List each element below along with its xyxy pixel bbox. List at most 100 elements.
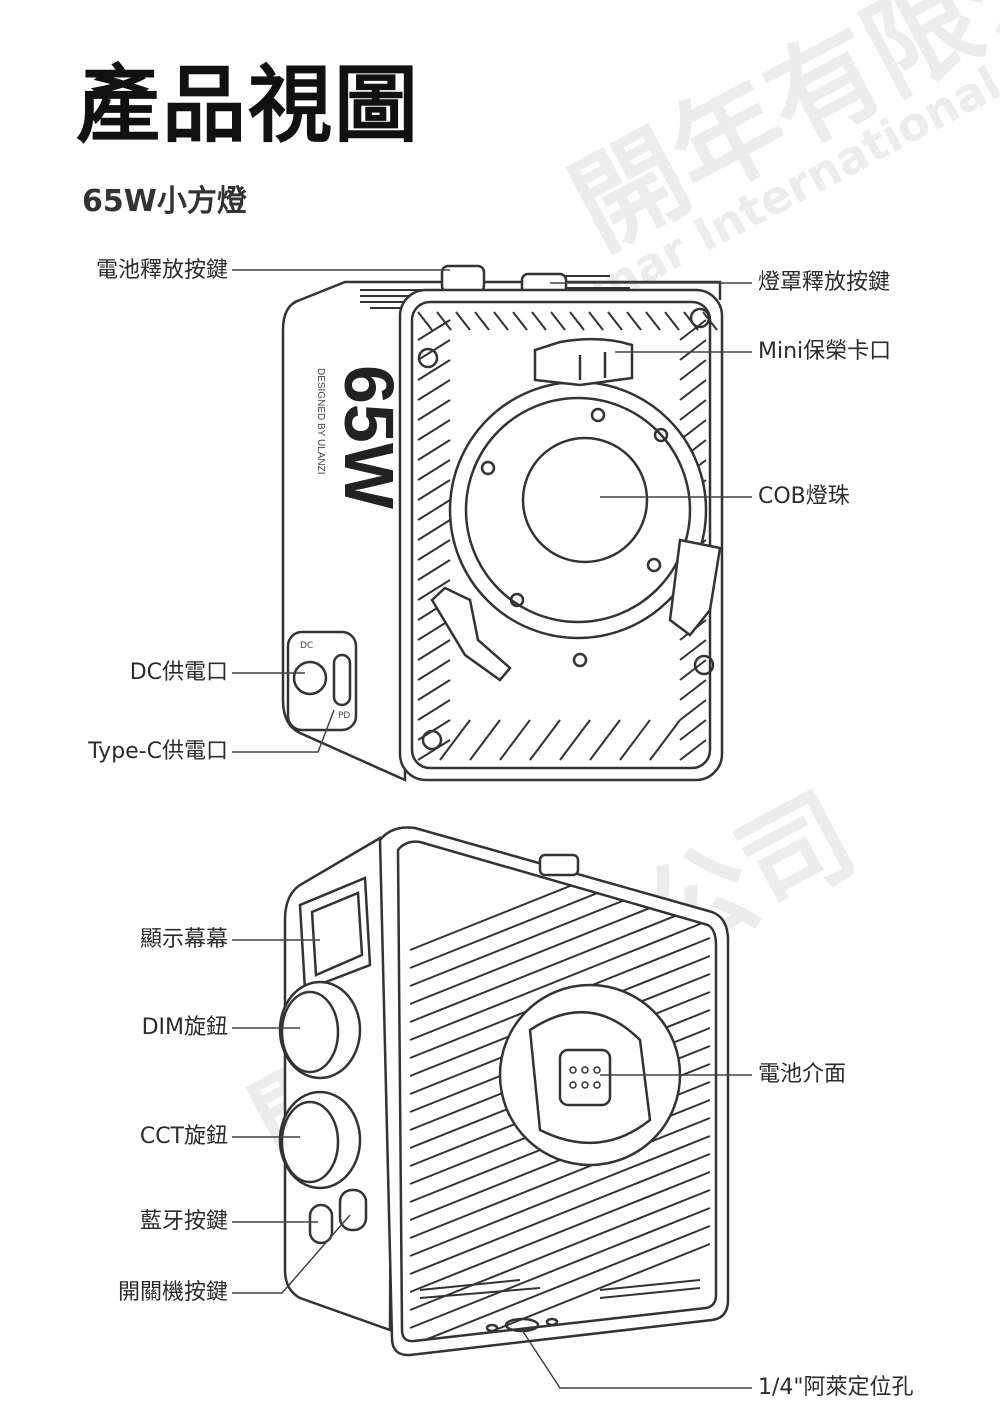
- grille-slat: [679, 719, 707, 741]
- grille-slat: [417, 499, 451, 521]
- grille-slat: [588, 311, 604, 331]
- grille-slat: [474, 311, 490, 331]
- side-65w-badge: 65W: [330, 365, 408, 509]
- grille-slat: [619, 719, 651, 761]
- label-battery-interface: 電池介面: [758, 1062, 847, 1087]
- grille-slat: [550, 311, 566, 331]
- grille-slat: [679, 339, 707, 361]
- label-typec-power: Type-C供電口: [88, 739, 228, 764]
- grille-slat: [679, 739, 707, 761]
- grille-slat: [493, 311, 509, 331]
- grille-slat: [417, 399, 451, 421]
- page-title: 產品視圖: [76, 56, 421, 154]
- grille-slat: [679, 679, 707, 701]
- grille-slat: [417, 679, 451, 701]
- page-subtitle: 65W小方燈: [82, 184, 247, 219]
- grille-slat: [531, 311, 547, 331]
- grille-slat: [417, 319, 451, 341]
- label-cct-knob: CCT旋鈕: [139, 1124, 228, 1149]
- grille-slat: [417, 539, 451, 561]
- pd-port-text: PD: [338, 711, 350, 721]
- grille-slat: [439, 719, 471, 761]
- grille-slat: [417, 579, 451, 601]
- grille-slat: [417, 699, 451, 721]
- grille-slat: [679, 319, 707, 341]
- grille-slat: [417, 559, 451, 581]
- grille-slat: [679, 359, 707, 381]
- label-cob: COB燈珠: [758, 484, 850, 509]
- label-bluetooth: 藍牙按鍵: [139, 1209, 228, 1234]
- label-power: 開關機按鍵: [117, 1280, 228, 1305]
- grille-slat: [417, 519, 451, 541]
- grille-slat: [679, 699, 707, 721]
- label-battery-release: 電池釋放按鍵: [95, 258, 228, 283]
- grille-slat: [626, 311, 642, 331]
- grille-slat: [417, 339, 451, 361]
- leader-lines-view1: [232, 269, 752, 753]
- grille-slat: [589, 719, 621, 761]
- grille-slat: [409, 1171, 711, 1293]
- leader-lines-view2: [232, 939, 752, 1389]
- label-mini-mount: Mini保榮卡口: [758, 339, 892, 364]
- grille-slat: [417, 311, 433, 331]
- grille-slat: [664, 311, 680, 331]
- battery-contacts: [558, 1048, 612, 1107]
- grille-slat: [679, 379, 707, 401]
- side-clip-left: [430, 586, 512, 682]
- bottom-vents: [419, 1279, 701, 1299]
- contact-dots: [569, 1066, 601, 1089]
- grille-slat: [649, 719, 681, 761]
- label-display: 顯示幕幕: [139, 927, 228, 952]
- grille-slat: [645, 311, 661, 331]
- grille-slat: [417, 459, 451, 481]
- grille-slat: [417, 479, 451, 501]
- bluetooth-button: [308, 1203, 334, 1245]
- grille-slat: [409, 1225, 711, 1342]
- label-shade-release: 燈罩釋放按鍵: [758, 270, 891, 295]
- grille-slat: [512, 311, 528, 331]
- power-switch: [338, 1188, 368, 1232]
- grille-slat: [529, 719, 561, 761]
- side-designer-text: DESIGNED BY ULANZI: [315, 368, 326, 475]
- grille-slat: [417, 659, 451, 681]
- grille-slat: [559, 719, 591, 761]
- grille-slat: [455, 311, 471, 331]
- grille-slat: [409, 1189, 711, 1311]
- device-back-view: [278, 826, 730, 1357]
- grille-slat: [569, 311, 585, 331]
- dc-port-text: DC: [300, 641, 313, 651]
- side-clip-right: [668, 538, 722, 637]
- grille-slat: [409, 1207, 711, 1329]
- grille-slat: [702, 311, 718, 331]
- mount-ring: [448, 380, 708, 640]
- grille-slat: [417, 739, 451, 761]
- typec-port: [332, 653, 352, 707]
- label-dc-power: DC供電口: [129, 660, 228, 685]
- grille-slat: [469, 719, 501, 761]
- grille-slat: [409, 1135, 711, 1257]
- grille-slat: [679, 399, 707, 421]
- grille-slat: [679, 639, 707, 661]
- grille-slat: [417, 419, 451, 441]
- display-screen: [298, 876, 372, 992]
- cob-led: [521, 436, 649, 564]
- grille-slat: [409, 1153, 711, 1275]
- grille-slat: [499, 719, 531, 761]
- grille-slat: [409, 1117, 711, 1239]
- label-tripod-hole: 1/4"阿萊定位孔: [758, 1375, 914, 1400]
- grille-slat: [607, 311, 623, 331]
- label-dim-knob: DIM旋鈕: [141, 1015, 228, 1040]
- grille-slat: [417, 439, 451, 461]
- mini-mount-clip: [533, 337, 634, 387]
- dc-port: [292, 660, 328, 696]
- grille-slat: [409, 1243, 711, 1342]
- grille-slat: [417, 379, 451, 401]
- grille-slat: [417, 359, 451, 381]
- grille-slat: [417, 719, 451, 741]
- grille-slat: [436, 311, 452, 331]
- grille-slat: [679, 659, 707, 681]
- grille-slat: [409, 901, 711, 1023]
- device-front-view: 65W DESIGNED BY ULANZI DC PD: [281, 264, 724, 782]
- grille-slat: [417, 639, 451, 661]
